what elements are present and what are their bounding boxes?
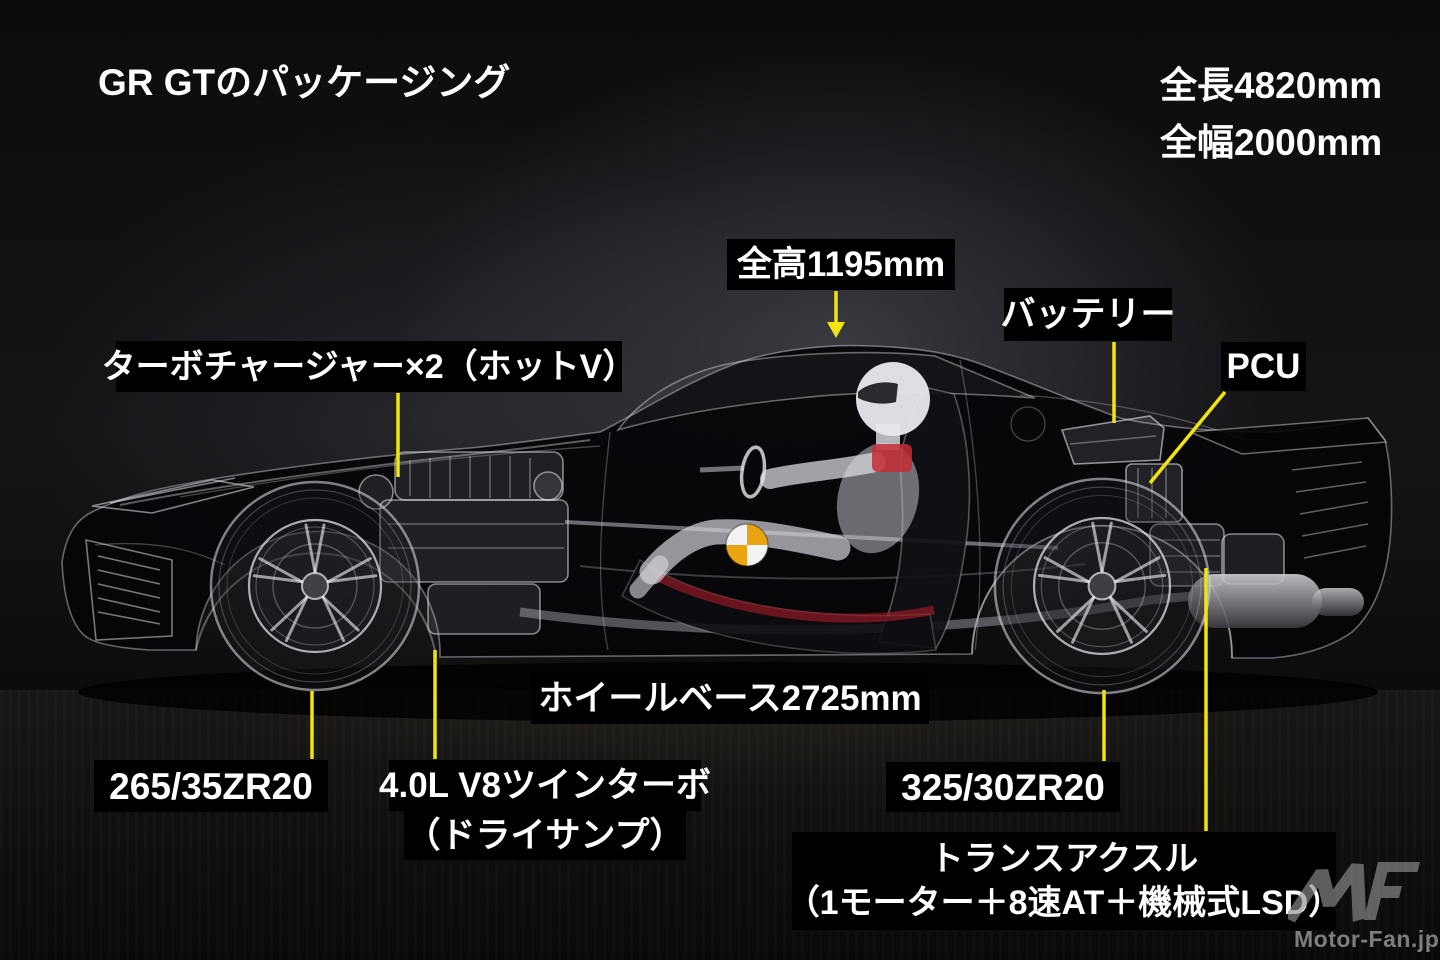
watermark-text: Motor-Fan.jp [1294, 926, 1440, 952]
callout-transaxle-line2: （1モーター＋8速AT＋機械式LSD） [785, 884, 1343, 922]
engine-unit [358, 451, 569, 635]
cabin-glass [615, 351, 1036, 432]
rear-wheel [993, 477, 1211, 695]
callout-rear-tire: 325/30ZR20 [886, 762, 1120, 812]
callout-turbocharger: ターボチャージャー×2（ホットV） [102, 341, 636, 392]
front-grille [85, 538, 173, 641]
center-of-gravity-marker [725, 523, 769, 567]
driver-red-patch [872, 444, 912, 472]
page-title: GR GTのパッケージング [98, 61, 511, 103]
rear-spoiler [1189, 417, 1388, 455]
callout-wheelbase: ホイールベース2725mm [531, 672, 929, 724]
helmet-visor [858, 382, 898, 404]
car-body [61, 344, 1393, 659]
callout-transaxle-line1: トランスアクスル [929, 840, 1199, 878]
callout-battery: バッテリー [1001, 288, 1176, 341]
callout-front-tire: 265/35ZR20 [94, 760, 328, 812]
seat-red-stripe [654, 571, 935, 623]
callout-line-pcu [1148, 390, 1227, 485]
spec-overall-length: 全長4820mm [1160, 64, 1383, 106]
motor-fan-logo-icon [1284, 860, 1421, 923]
height-arrow-icon [827, 322, 845, 338]
callout-pcu: PCU [1221, 342, 1306, 391]
callout-transaxle: トランスアクスル （1モーター＋8速AT＋機械式LSD） [786, 832, 1342, 930]
callout-overall-height: 全高1195mm [727, 239, 955, 290]
hood-highlight [119, 439, 591, 506]
driver-figure [629, 362, 930, 599]
callout-engine-line1: 4.0L V8ツインターボ [379, 760, 711, 811]
spec-overall-width: 全幅2000mm [1160, 121, 1383, 163]
callout-engine-line2: （ドライサンプ） [404, 811, 686, 860]
front-wheel [209, 480, 421, 692]
headlight-outline [91, 477, 255, 514]
watermark: Motor-Fan.jp [1284, 860, 1440, 958]
taillight-vents [1291, 461, 1369, 559]
battery-unit [1060, 415, 1165, 465]
exhaust-muffler [1188, 574, 1364, 628]
